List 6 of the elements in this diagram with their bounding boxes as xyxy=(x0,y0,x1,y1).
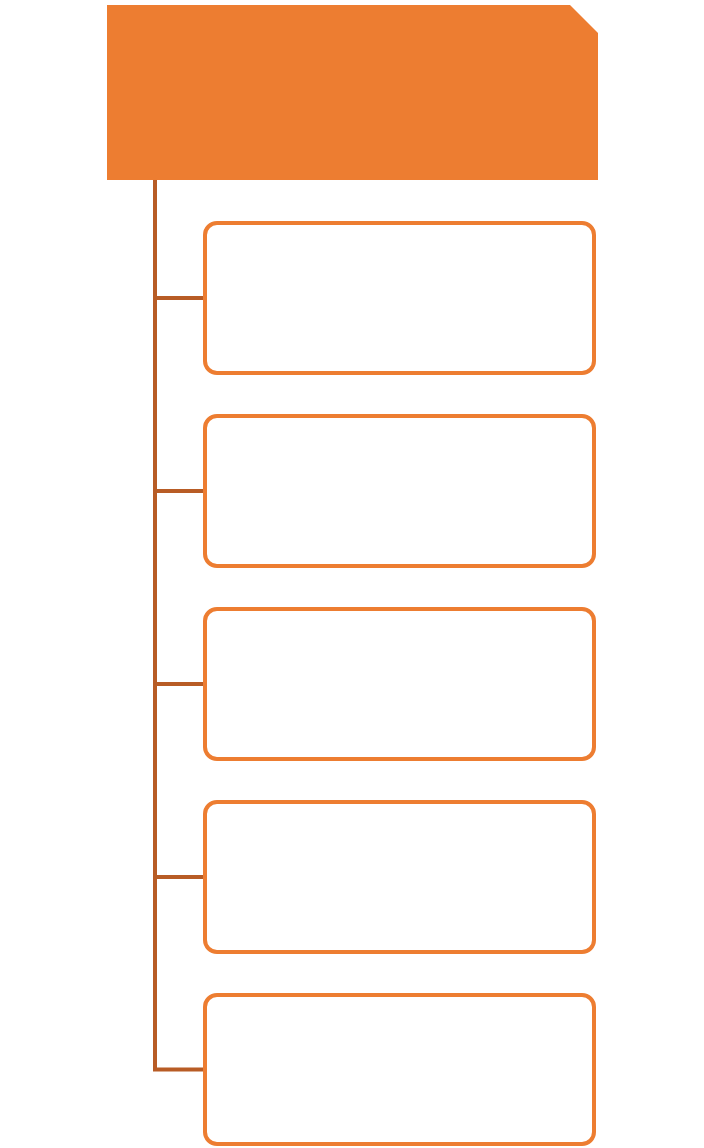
content-box xyxy=(203,607,596,761)
content-box xyxy=(203,414,596,568)
content-box xyxy=(203,800,596,954)
header-box xyxy=(107,5,598,180)
content-box xyxy=(203,221,596,375)
content-box xyxy=(203,993,596,1146)
